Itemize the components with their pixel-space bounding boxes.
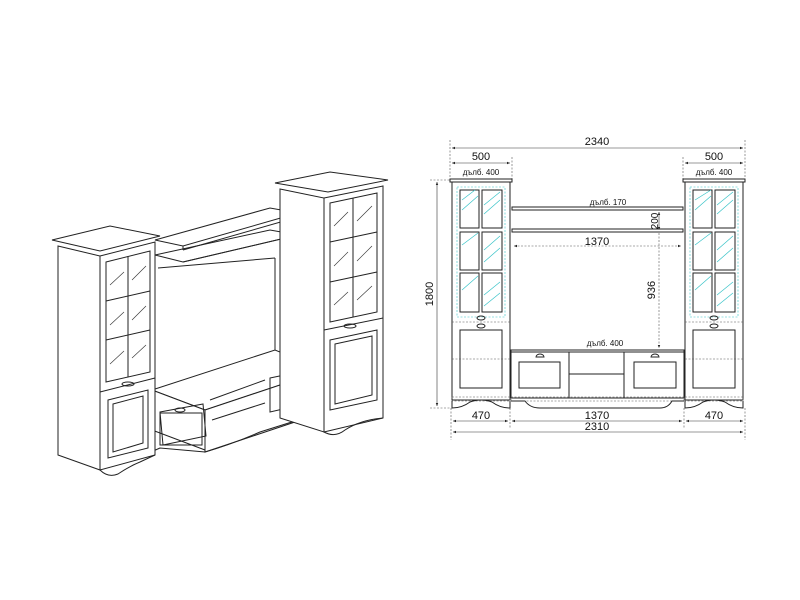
- total-width-bottom-label: 2310: [585, 421, 609, 433]
- iso-left-cabinet: [51, 225, 161, 476]
- iso-wall-shelves: [154, 207, 299, 350]
- front-left-cabinet: [449, 178, 513, 409]
- middle-height-label: 936: [646, 281, 658, 299]
- front-right-cabinet: [682, 178, 746, 409]
- dimension-lines: [430, 140, 746, 440]
- middle-width-label: 1370: [585, 236, 609, 248]
- front-view: 2340 500 500 дълб. 400 дълб. 400 дълб. 1…: [424, 136, 746, 440]
- left-base-width-label: 470: [472, 410, 490, 422]
- front-tv-stand: [510, 349, 685, 409]
- total-height-label: 1800: [424, 282, 436, 306]
- front-wall-shelves: [511, 206, 684, 233]
- shelf-depth-label: дълб. 170: [590, 198, 627, 207]
- isometric-view: [51, 171, 389, 476]
- iso-tv-stand: [127, 349, 331, 461]
- shelf-spacing-label: 200: [650, 212, 661, 229]
- total-width-top-label: 2340: [585, 136, 609, 148]
- middle-base-width-label: 1370: [585, 410, 609, 422]
- left-cabinet-depth-label: дълб. 400: [463, 168, 500, 177]
- iso-right-cabinet: [274, 171, 389, 436]
- left-cabinet-width-label: 500: [472, 151, 490, 163]
- right-cabinet-width-label: 500: [705, 151, 723, 163]
- right-cabinet-depth-label: дълб. 400: [696, 168, 733, 177]
- right-base-width-label: 470: [705, 410, 723, 422]
- dimension-labels: 2340 500 500 дълб. 400 дълб. 400 дълб. 1…: [424, 136, 733, 433]
- tv-stand-depth-label: дълб. 400: [587, 339, 624, 348]
